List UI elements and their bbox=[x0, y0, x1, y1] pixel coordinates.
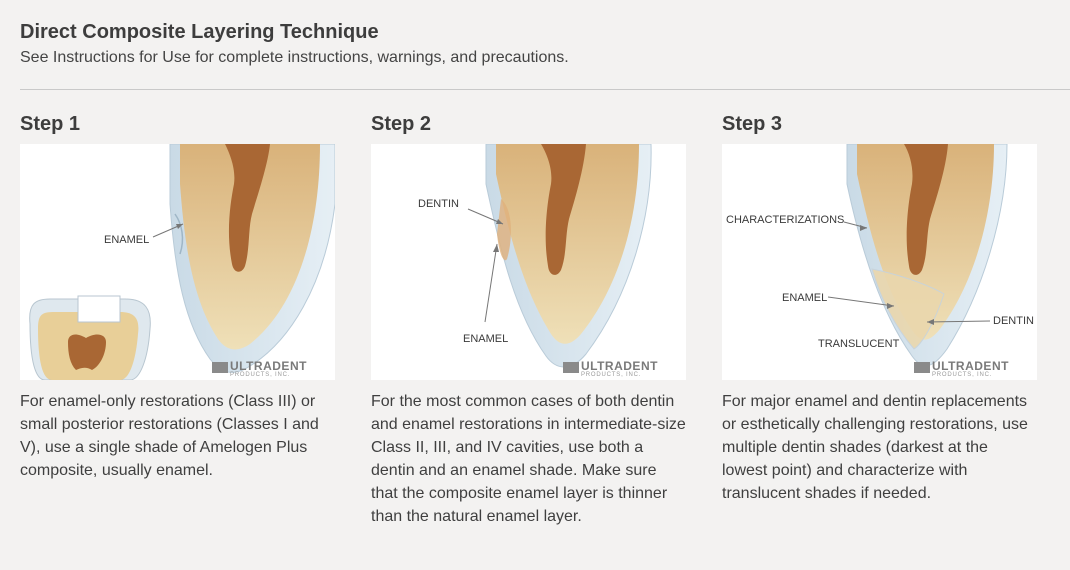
brand-sub: PRODUCTS, INC. bbox=[230, 372, 290, 378]
step-1-illustration: ENAMEL ULTRADENT PRODUCTS, INC. bbox=[20, 144, 335, 380]
label-characterizations: CHARACTERIZATIONS bbox=[726, 214, 844, 226]
brand-logo: ULTRADENT bbox=[581, 359, 658, 373]
page-header: Direct Composite Layering Technique See … bbox=[20, 18, 1060, 70]
step-caption: For enamel-only restorations (Class III)… bbox=[20, 393, 319, 479]
dentin-composite bbox=[497, 199, 511, 261]
step-title: Step 2 bbox=[371, 113, 432, 135]
page-subtitle: See Instructions for Use for complete in… bbox=[20, 49, 569, 66]
label-dentin: DENTIN bbox=[418, 198, 459, 210]
tooth-dentin bbox=[496, 144, 639, 344]
header-divider bbox=[20, 89, 1070, 90]
label-translucent: TRANSLUCENT bbox=[818, 338, 900, 350]
molar-inset bbox=[29, 295, 151, 380]
step-3: Step 3 CHARACTERIZATIONS ENAME bbox=[722, 110, 1042, 505]
brand-logo: ULTRADENT bbox=[932, 359, 1009, 373]
label-dentin: DENTIN bbox=[993, 315, 1034, 327]
step-3-illustration: CHARACTERIZATIONS ENAMEL DENTIN TRANSLUC… bbox=[722, 144, 1037, 380]
step-2: Step 2 DENTIN ENAMEL bbox=[371, 110, 691, 528]
label-enamel: ENAMEL bbox=[463, 333, 508, 345]
step-title: Step 1 bbox=[20, 113, 81, 135]
step-caption: For major enamel and dentin replacements… bbox=[722, 393, 1028, 502]
brand-logo: ULTRADENT bbox=[230, 359, 307, 373]
step-2-illustration: DENTIN ENAMEL ULTRADENT PRODUCTS, INC. bbox=[371, 144, 686, 380]
composite-layer bbox=[871, 268, 945, 350]
tooth-pulp bbox=[541, 144, 586, 275]
brand-sub: PRODUCTS, INC. bbox=[581, 372, 641, 378]
tooth-dentin bbox=[180, 144, 320, 350]
brand-sub: PRODUCTS, INC. bbox=[932, 372, 992, 378]
step-title: Step 3 bbox=[722, 113, 783, 135]
label-enamel: ENAMEL bbox=[782, 292, 827, 304]
step-1: Step 1 ENAMEL bbox=[20, 110, 340, 482]
tooth-pulp bbox=[904, 144, 948, 275]
step-caption: For the most common cases of both dentin… bbox=[371, 393, 686, 525]
page-title: Direct Composite Layering Technique bbox=[20, 21, 379, 43]
tooth-pulp bbox=[225, 144, 270, 272]
label-enamel: ENAMEL bbox=[104, 234, 149, 246]
